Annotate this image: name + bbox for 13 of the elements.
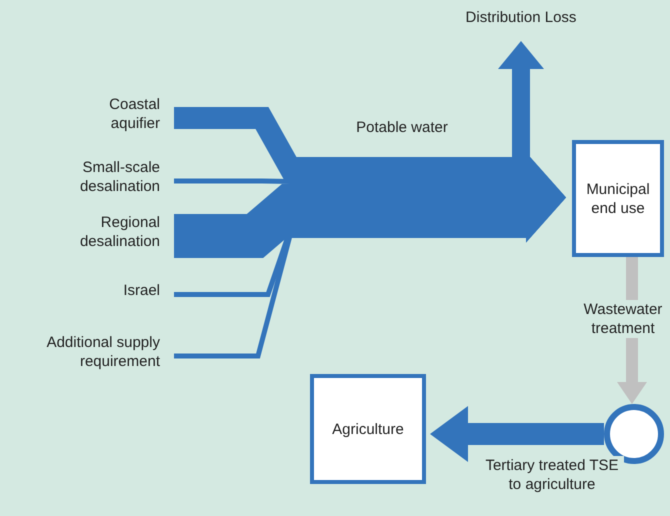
source-label: Additional supply requirement xyxy=(20,333,160,371)
source-label: Small-scale desalination xyxy=(70,158,160,196)
agriculture-box xyxy=(310,374,426,484)
flow-arrow xyxy=(498,41,544,158)
flow-arrow xyxy=(430,406,604,462)
end-use-box xyxy=(572,140,664,257)
sink-label: Distribution Loss xyxy=(456,8,586,27)
source-label: Coastal aquifier xyxy=(85,95,160,133)
box-text: Agriculture xyxy=(332,420,404,438)
box-text: Municipal end use xyxy=(585,180,651,218)
flow-label: Potable water xyxy=(355,118,449,137)
source-label: Israel xyxy=(70,281,160,300)
source-label: Regional desalination xyxy=(70,213,160,251)
